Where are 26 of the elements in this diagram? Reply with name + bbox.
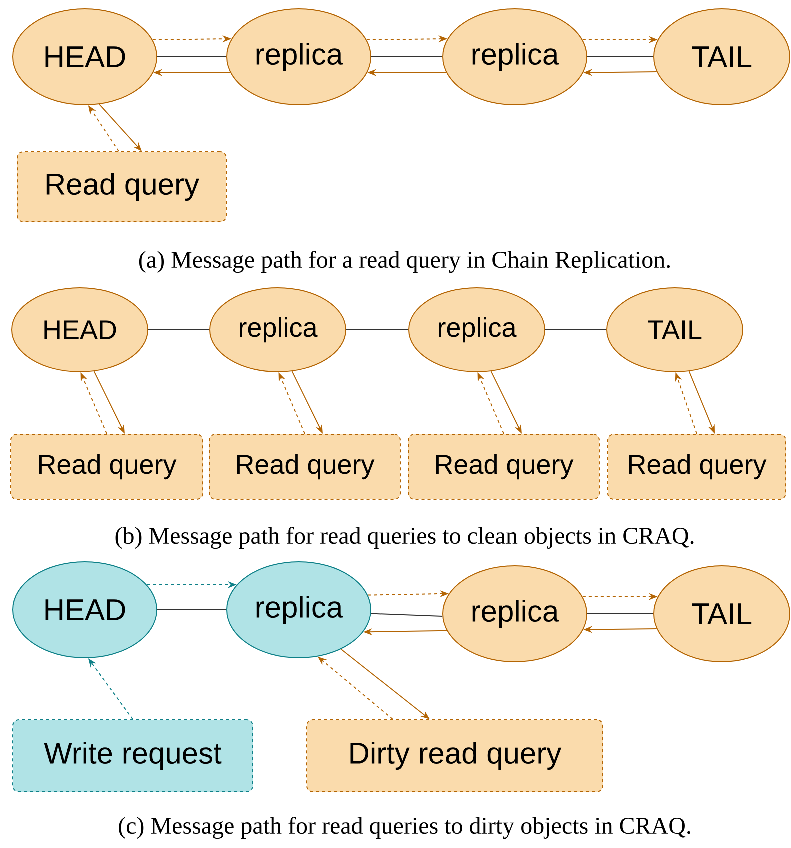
ellipse-node: replica — [408, 288, 546, 372]
query-box: Read query — [408, 434, 600, 500]
caption: (c) Message path for read queries to dirty objects in CRAQ. — [119, 816, 690, 840]
ellipse-node: HEAD — [12, 8, 158, 106]
query-box: Read query — [17, 152, 227, 222]
query-box: Read query — [608, 434, 786, 500]
caption: (a) Message path for a read query in Chain Replication. — [139, 250, 670, 274]
ellipse-node: replica — [442, 566, 588, 662]
ellipse-node: HEAD — [12, 562, 158, 658]
query-box: Read query — [10, 434, 204, 500]
query-box: Dirty read query — [306, 720, 604, 792]
connector-line — [371, 56, 443, 58]
ellipse-node: replica — [210, 288, 346, 372]
query-box: Read query — [209, 434, 401, 500]
ellipse-node: TAIL — [606, 288, 744, 372]
caption: (b) Message path for read queries to clean objects in CRAQ. — [116, 526, 694, 550]
ellipse-node: replica — [226, 562, 372, 658]
ellipse-node: TAIL — [654, 566, 790, 662]
connector-line — [587, 56, 654, 58]
ellipse-node: replica — [442, 8, 588, 106]
connector-line — [157, 56, 227, 58]
ellipse-node: replica — [226, 8, 372, 106]
query-box: Write request — [12, 720, 254, 792]
connector-line — [370, 613, 444, 618]
ellipse-node: TAIL — [654, 8, 790, 106]
ellipse-node: HEAD — [12, 288, 148, 372]
